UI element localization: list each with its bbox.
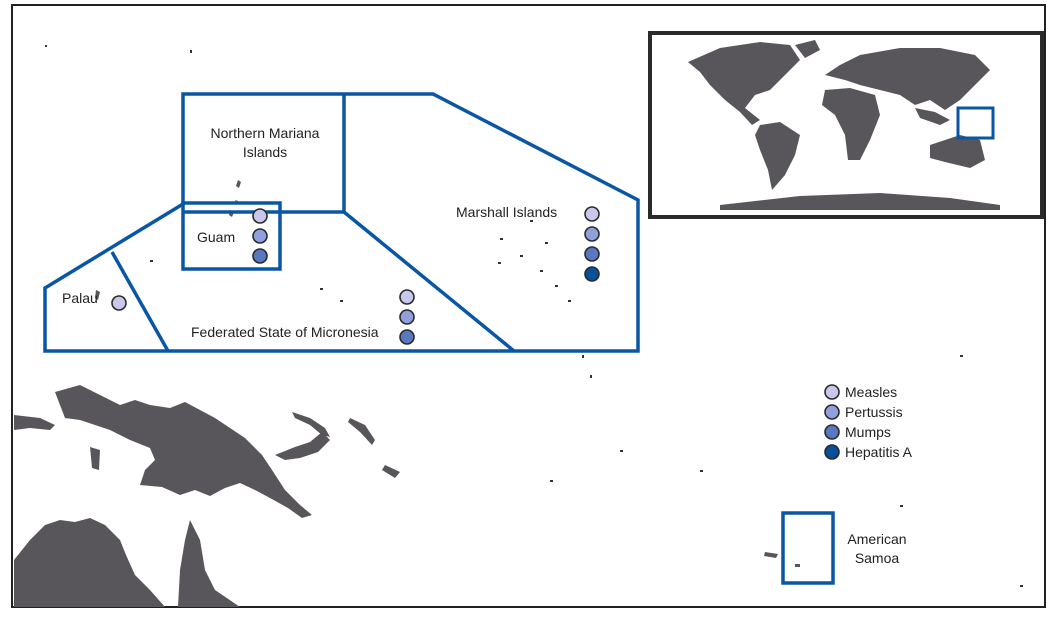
legend-pertussis-swatch bbox=[824, 404, 840, 420]
label-american-samoa-line1: American bbox=[847, 531, 906, 547]
marshall-mumps-marker bbox=[584, 246, 600, 262]
legend-mumps-label: Mumps bbox=[845, 424, 891, 440]
fsm-mumps-marker bbox=[399, 329, 415, 345]
legend-hepatitis-a-label: Hepatitis A bbox=[845, 444, 913, 460]
guam-measles-marker bbox=[252, 208, 268, 224]
divider-palau-fsm bbox=[110, 251, 170, 352]
new-ireland bbox=[292, 412, 330, 437]
atolls bbox=[45, 45, 1023, 587]
australia-west bbox=[14, 518, 165, 607]
label-marshall: Marshall Islands bbox=[456, 204, 557, 220]
divider-fsm-marshall bbox=[342, 210, 516, 353]
guam-box bbox=[181, 201, 282, 271]
halmahera bbox=[14, 415, 55, 430]
seram bbox=[90, 447, 100, 470]
northern-mariana-islands bbox=[235, 180, 241, 205]
fsm-measles-marker bbox=[399, 289, 415, 305]
label-palau: Palau bbox=[62, 290, 98, 306]
legend: Measles Pertussis Mumps Hepatitis A bbox=[824, 384, 913, 460]
palau-measles-marker bbox=[111, 295, 127, 311]
legend-measles-swatch bbox=[824, 384, 840, 400]
label-guam: Guam bbox=[197, 229, 235, 245]
legend-mumps-swatch bbox=[824, 424, 840, 440]
marshall-measles-marker bbox=[584, 206, 600, 222]
guam-pertussis-marker bbox=[252, 228, 268, 244]
legend-hepatitis-a-swatch bbox=[824, 444, 840, 460]
american-samoa-box bbox=[781, 511, 835, 585]
fsm-pertussis-marker bbox=[399, 309, 415, 325]
marshall-hepatitis-a-marker bbox=[584, 266, 600, 282]
land-masses bbox=[14, 180, 800, 607]
locator-highlight-box bbox=[956, 106, 995, 140]
label-nmi-line1: Northern Mariana bbox=[211, 125, 320, 141]
palau-island bbox=[95, 290, 100, 300]
samoa-islands bbox=[764, 552, 800, 567]
world-locator-inset bbox=[648, 31, 1044, 219]
marshall-pertussis-marker bbox=[584, 226, 600, 242]
outer-region-outline bbox=[43, 92, 640, 353]
disease-markers bbox=[111, 206, 600, 345]
solomon-islands bbox=[348, 418, 400, 478]
cape-york bbox=[178, 520, 240, 607]
legend-measles-label: Measles bbox=[845, 384, 897, 400]
new-britain bbox=[275, 432, 330, 460]
label-fsm: Federated State of Micronesia bbox=[191, 324, 379, 340]
guam-mumps-marker bbox=[252, 248, 268, 264]
world-continents bbox=[688, 40, 1000, 210]
legend-pertussis-label: Pertussis bbox=[845, 404, 903, 420]
label-american-samoa-line2: Samoa bbox=[855, 550, 900, 566]
new-guinea bbox=[55, 385, 312, 518]
label-nmi-line2: Islands bbox=[243, 144, 287, 160]
